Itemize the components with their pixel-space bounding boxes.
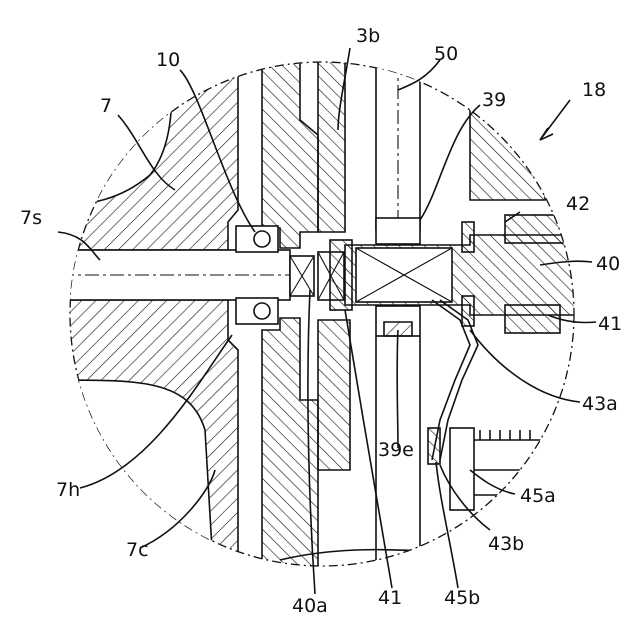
label-40: 40	[596, 253, 620, 275]
label-39: 39	[482, 89, 506, 111]
flange-42	[462, 222, 474, 252]
bracket-45a	[450, 428, 474, 510]
label-7s: 7s	[20, 207, 42, 229]
housing-7-cavity	[60, 380, 215, 600]
label-39e: 39e	[378, 439, 414, 461]
mechanism-detail	[60, 60, 590, 600]
label-18: 18	[582, 79, 606, 101]
housing-right-upper	[470, 100, 545, 200]
plate-3b-outer	[318, 60, 345, 232]
label-3b: 3b	[356, 25, 380, 47]
label-45b: 45b	[444, 587, 480, 609]
plate-3b	[262, 60, 318, 248]
rod-50-tip	[376, 218, 420, 244]
label-41-bottom: 41	[378, 587, 402, 609]
label-10: 10	[156, 49, 180, 71]
label-43a: 43a	[582, 393, 618, 415]
hub-40-collar	[330, 240, 352, 310]
label-7: 7	[100, 95, 112, 117]
bearing-upper	[236, 226, 278, 252]
label-40a: 40a	[292, 595, 328, 617]
bearing-lower	[236, 298, 278, 324]
label-45a: 45a	[520, 485, 556, 507]
label-7c: 7c	[126, 539, 149, 561]
plate-3b-outer-lower	[318, 320, 350, 470]
label-7h: 7h	[56, 479, 80, 501]
label-43b: 43b	[488, 533, 524, 555]
pin-45b	[428, 428, 440, 464]
label-50: 50	[434, 43, 458, 65]
gear-41-lower	[505, 305, 560, 333]
label-41-right: 41	[598, 313, 622, 335]
label-42: 42	[566, 193, 590, 215]
